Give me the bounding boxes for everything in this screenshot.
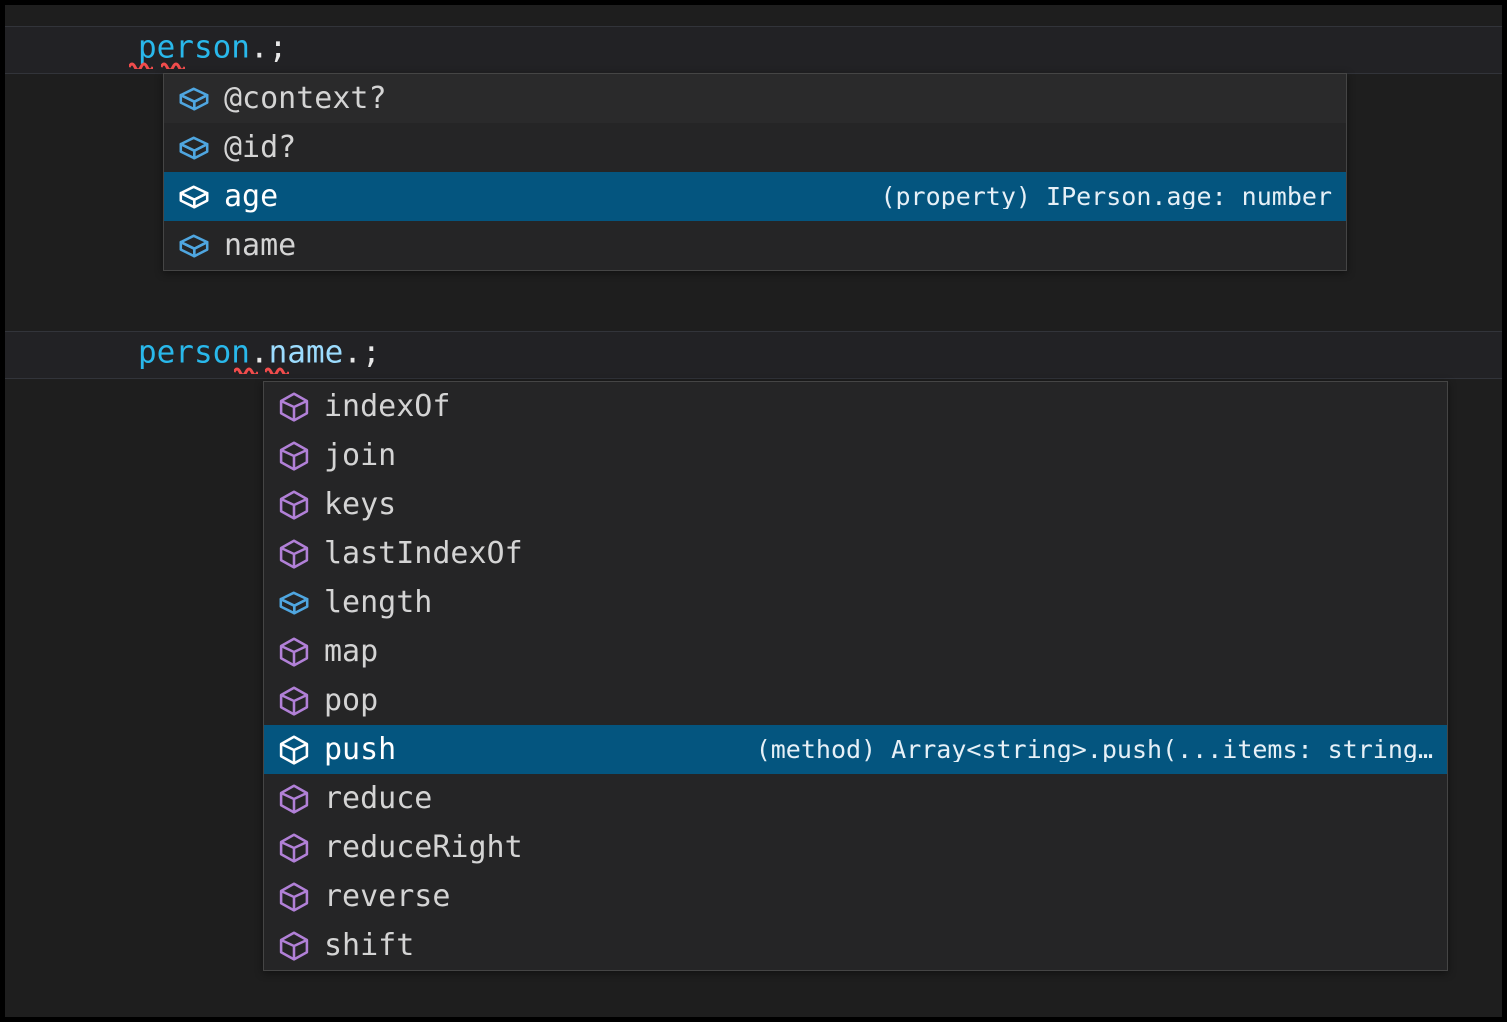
suggest-widget-person[interactable]: @context? @id? age (property) IPerson.ag… — [163, 73, 1347, 271]
method-cube-icon — [279, 882, 309, 912]
method-cube-icon — [279, 490, 309, 520]
token-dot-2b: . — [343, 334, 362, 371]
token-variable-person-1: person — [137, 29, 250, 66]
token-dot-1a: . — [249, 29, 269, 66]
property-cube-icon — [279, 591, 309, 614]
property-cube-icon — [179, 185, 209, 208]
method-cube-icon — [279, 637, 309, 667]
code-line-1[interactable]: person.; — [5, 26, 1502, 74]
suggest-item-label: map — [324, 633, 379, 669]
suggest-item-length[interactable]: length — [264, 578, 1447, 627]
suggest-item-reduceright[interactable]: reduceRight — [264, 823, 1447, 872]
method-cube-icon — [279, 833, 309, 863]
suggest-item-label: age — [224, 178, 279, 214]
suggest-item-label: reduce — [324, 780, 433, 816]
suggest-item-name[interactable]: name — [164, 221, 1346, 270]
suggest-item-label: join — [324, 437, 397, 473]
suggest-item-pop[interactable]: pop — [264, 676, 1447, 725]
property-cube-icon — [179, 234, 209, 257]
method-cube-icon — [279, 686, 309, 716]
suggest-item-indexof[interactable]: indexOf — [264, 382, 1447, 431]
method-cube-icon — [279, 784, 309, 814]
method-cube-icon — [279, 931, 309, 961]
suggest-item-label: shift — [324, 927, 415, 963]
token-property-name: name — [268, 334, 344, 371]
suggest-item-label: push — [324, 731, 397, 767]
suggest-item-shift[interactable]: shift — [264, 921, 1447, 970]
suggest-item-label: reduceRight — [324, 829, 523, 865]
suggest-item-age[interactable]: age (property) IPerson.age: number — [164, 172, 1346, 221]
suggest-item-label: lastIndexOf — [324, 535, 523, 571]
code-editor[interactable]: person.; @context? @id? — [5, 5, 1502, 1017]
code-line-2[interactable]: person.name.; — [5, 331, 1502, 379]
code-line-2-text: person.name.; — [26, 307, 381, 400]
token-semicolon-1: ; — [268, 29, 288, 66]
suggest-item-label: @context? — [224, 80, 387, 116]
suggest-item-push[interactable]: push (method) Array<string>.push(...item… — [264, 725, 1447, 774]
suggest-item-lastindexof[interactable]: lastIndexOf — [264, 529, 1447, 578]
method-cube-icon — [279, 539, 309, 569]
suggest-item-join[interactable]: join — [264, 431, 1447, 480]
method-cube-icon — [279, 392, 309, 422]
code-line-1-text: person.; — [26, 5, 287, 95]
suggest-item-label: @id? — [224, 129, 297, 165]
suggest-item-label: indexOf — [324, 388, 451, 424]
suggest-item-label: length — [324, 584, 433, 620]
method-cube-icon — [279, 441, 309, 471]
token-dot-2a: . — [249, 334, 269, 371]
suggest-item-context[interactable]: @context? — [164, 74, 1346, 123]
suggest-item-label: pop — [324, 682, 379, 718]
method-cube-icon — [279, 735, 309, 765]
suggest-item-id[interactable]: @id? — [164, 123, 1346, 172]
suggest-item-detail: (method) Array<string>.push(...items: st… — [755, 737, 1433, 762]
suggest-item-map[interactable]: map — [264, 627, 1447, 676]
token-semicolon-2: ; — [361, 334, 381, 371]
suggest-widget-person-name[interactable]: indexOf join keys lastIndexOf — [263, 381, 1448, 971]
token-variable-person-2: person — [137, 334, 250, 371]
suggest-item-label: name — [224, 227, 297, 263]
suggest-item-reduce[interactable]: reduce — [264, 774, 1447, 823]
suggest-item-label: keys — [324, 486, 397, 522]
suggest-item-reverse[interactable]: reverse — [264, 872, 1447, 921]
property-cube-icon — [179, 136, 209, 159]
property-cube-icon — [179, 87, 209, 110]
suggest-item-detail: (property) IPerson.age: number — [880, 184, 1332, 209]
suggest-item-keys[interactable]: keys — [264, 480, 1447, 529]
suggest-item-label: reverse — [324, 878, 451, 914]
